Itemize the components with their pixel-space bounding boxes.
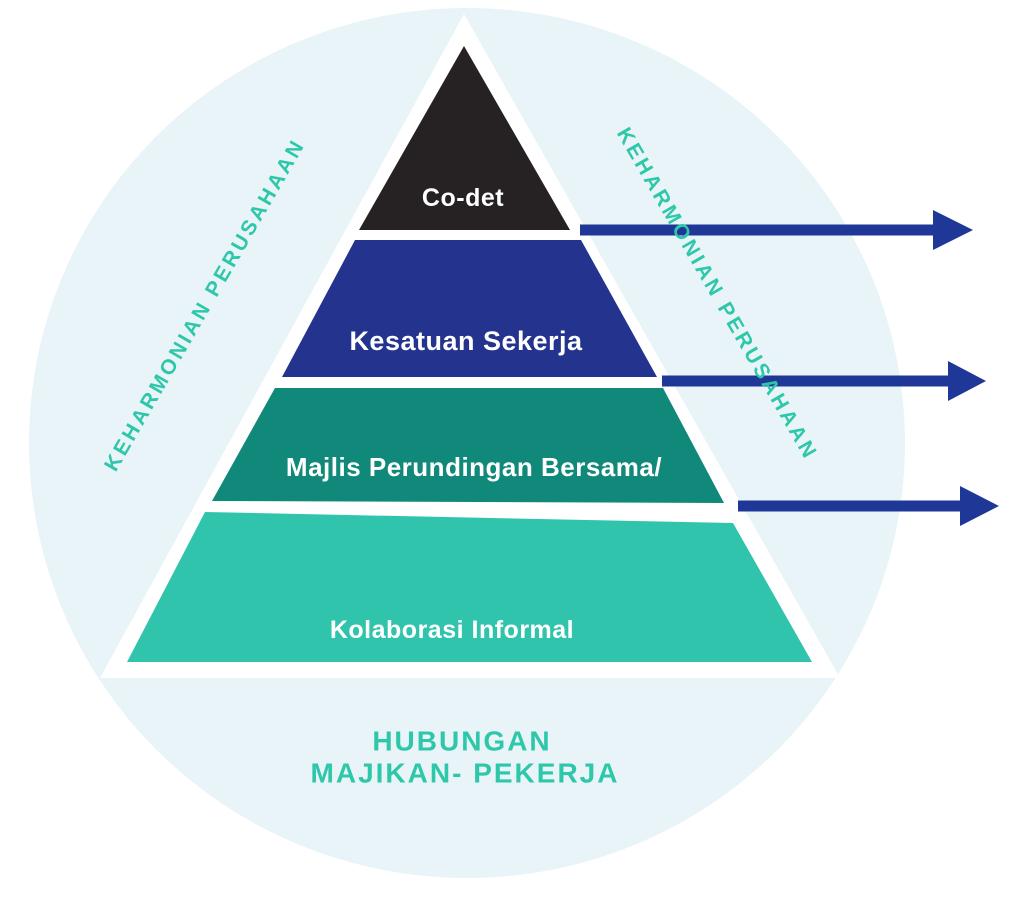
level-shape-kesatuan-sekerja bbox=[282, 240, 657, 377]
bottom-label-line2: MAJIKAN- PEKERJA bbox=[311, 758, 620, 789]
arrow-level-2 bbox=[662, 361, 986, 401]
arrow-level-2-head-icon bbox=[948, 361, 986, 401]
level-label-majlis-perundingan: Majlis Perundingan Bersama/ bbox=[286, 452, 662, 482]
level-shape-kolaborasi-informal bbox=[127, 512, 812, 662]
level-shape-majlis-perundingan bbox=[212, 388, 724, 503]
arrow-level-3-line bbox=[738, 500, 962, 512]
level-label-codet: Co-det bbox=[422, 184, 504, 212]
arrow-level-2-line bbox=[662, 375, 950, 387]
level-shape-codet bbox=[359, 46, 570, 230]
arrow-level-1 bbox=[580, 210, 973, 250]
arrow-level-1-head-icon bbox=[933, 210, 973, 250]
arrow-level-3 bbox=[738, 486, 999, 526]
level-label-kolaborasi-informal: Kolaborasi Informal bbox=[330, 616, 574, 644]
arrow-level-3-head-icon bbox=[960, 486, 999, 526]
bottom-label-line1: HUBUNGAN bbox=[372, 726, 551, 757]
arrow-level-1-line bbox=[580, 224, 936, 236]
level-label-kesatuan-sekerja: Kesatuan Sekerja bbox=[349, 326, 583, 356]
